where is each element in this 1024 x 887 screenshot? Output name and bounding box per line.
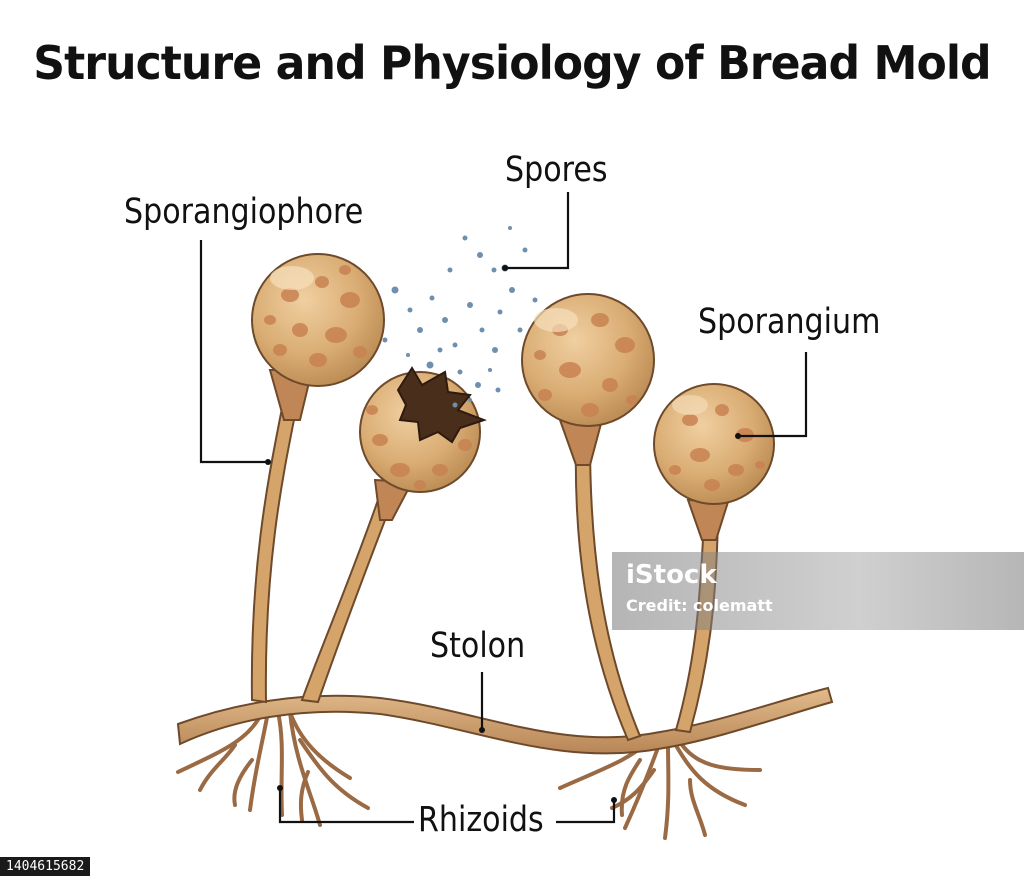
sporangium-2-burst [359, 366, 487, 493]
sporangium-3 [521, 293, 655, 427]
label-spores: Spores [505, 150, 608, 190]
stock-id: 1404615682 [0, 857, 91, 876]
leader-dots [265, 265, 741, 803]
leader-lines [199, 192, 808, 824]
label-rhizoids: Rhizoids [418, 800, 544, 840]
label-sporangium: Sporangium [698, 302, 881, 342]
watermark-brand: iStock [626, 560, 717, 590]
label-sporangiophore: Sporangiophore [124, 192, 364, 232]
label-stolon: Stolon [430, 626, 526, 666]
sporangium-1 [251, 253, 385, 387]
watermark-banner [612, 552, 1024, 630]
watermark-credit: Credit: colematt [626, 596, 773, 615]
rhizoids-right [558, 738, 762, 840]
rhizoids-left [176, 710, 370, 827]
sporangium-4 [653, 383, 775, 505]
diagram-title: Structure and Physiology of Bread Mold [33, 36, 991, 90]
stolon-hypha [176, 686, 834, 755]
